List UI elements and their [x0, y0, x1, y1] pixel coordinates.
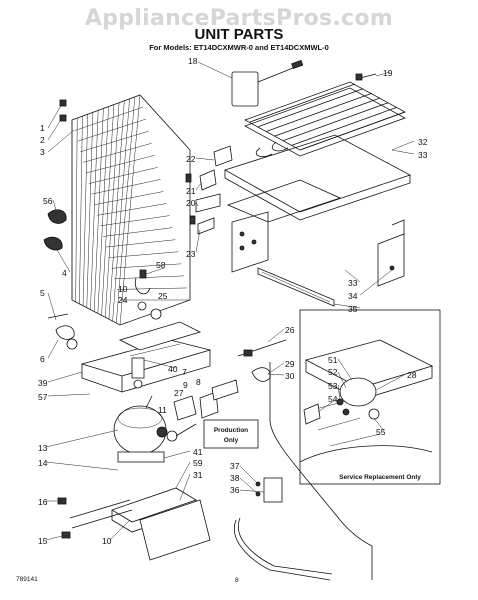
callout-33a: 33 — [418, 150, 428, 160]
callout-30: 30 — [285, 371, 295, 381]
evaporator-coil — [244, 81, 406, 157]
callout-13: 13 — [38, 443, 48, 453]
callout-52: 52 — [328, 367, 338, 377]
watermark-text: AppliancePartsPros.com — [84, 6, 394, 31]
compressor-base — [57, 487, 211, 561]
callout-55: 55 — [376, 427, 386, 437]
callout-leaders — [45, 61, 415, 541]
heater-bracket — [231, 59, 304, 107]
callout-11: 11 — [158, 405, 167, 415]
thermostat-parts — [185, 145, 233, 235]
callout-33b: 33 — [348, 278, 358, 288]
callout-3: 3 — [40, 147, 45, 157]
callout-6: 6 — [40, 354, 45, 364]
left-small-parts — [43, 99, 78, 350]
callout-8: 8 — [196, 377, 201, 387]
air-baffle — [231, 211, 269, 273]
callout-26: 26 — [285, 325, 295, 335]
callout-57: 57 — [38, 392, 48, 402]
service-replacement-note: Service Replacement Only — [339, 474, 421, 481]
relay-overload — [166, 379, 239, 442]
callout-54: 54 — [328, 394, 338, 404]
callout-14: 14 — [38, 458, 48, 468]
callout-16: 16 — [38, 497, 48, 507]
callout-59: 59 — [193, 458, 203, 468]
callout-40: 40 — [168, 364, 178, 374]
callout-23: 23 — [186, 249, 196, 259]
callout-56: 56 — [43, 196, 53, 206]
callout-19: 19 — [383, 68, 393, 78]
drain-trough — [257, 267, 335, 307]
callout-15: 15 — [38, 536, 48, 546]
callout-34: 34 — [348, 291, 358, 301]
callout-35: 35 — [348, 304, 358, 314]
callout-1: 1 — [40, 123, 45, 133]
callout-58: 58 — [156, 260, 166, 270]
callout-25: 25 — [158, 291, 168, 301]
svg-text:Only: Only — [224, 437, 239, 444]
compressor — [113, 395, 168, 463]
page-number: 8 — [235, 577, 239, 584]
callout-24: 24 — [118, 295, 128, 305]
callout-labels: 1 2 3 4 5 6 7 8 9 10 10 11 13 14 15 16 1… — [38, 56, 428, 546]
tubing-parts — [237, 339, 373, 580]
callout-4: 4 — [62, 268, 67, 278]
callout-32: 32 — [418, 137, 428, 147]
callout-36: 36 — [230, 485, 240, 495]
callout-38: 38 — [230, 473, 240, 483]
diagram-title: UNIT PARTS — [194, 26, 284, 43]
condenser-coil — [71, 94, 191, 326]
condenser-fan — [118, 321, 202, 389]
callout-28: 28 — [407, 370, 417, 380]
callout-39: 39 — [38, 378, 48, 388]
callout-2: 2 — [40, 135, 45, 145]
screw-19 — [355, 73, 377, 81]
callout-10b: 10 — [102, 536, 112, 546]
callout-20: 20 — [186, 198, 196, 208]
callout-18: 18 — [188, 56, 198, 66]
service-replacement-box: Service Replacement Only — [299, 309, 441, 485]
callout-9: 9 — [183, 380, 188, 390]
callout-10a: 10 — [118, 284, 128, 294]
svg-text:Production: Production — [214, 427, 248, 434]
callout-29: 29 — [285, 359, 295, 369]
diagram-code: 789141 — [16, 576, 38, 583]
evaporator-cover — [223, 134, 412, 223]
callout-31: 31 — [193, 470, 203, 480]
callout-51: 51 — [328, 355, 338, 365]
callout-22: 22 — [186, 154, 196, 164]
callout-41: 41 — [193, 447, 203, 457]
callout-27: 27 — [174, 388, 184, 398]
fan-parts — [134, 269, 162, 320]
callout-7: 7 — [182, 367, 187, 377]
callout-53: 53 — [328, 381, 338, 391]
production-only-box: Production Only — [203, 419, 259, 449]
diagram-subtitle: For Models: ET14DCXMWR-0 and ET14DCXMWL-… — [149, 43, 329, 52]
callout-5: 5 — [40, 288, 45, 298]
callout-21: 21 — [186, 186, 196, 196]
callout-37: 37 — [230, 461, 240, 471]
bracket-34 — [377, 219, 405, 287]
drain-tube — [234, 477, 333, 581]
